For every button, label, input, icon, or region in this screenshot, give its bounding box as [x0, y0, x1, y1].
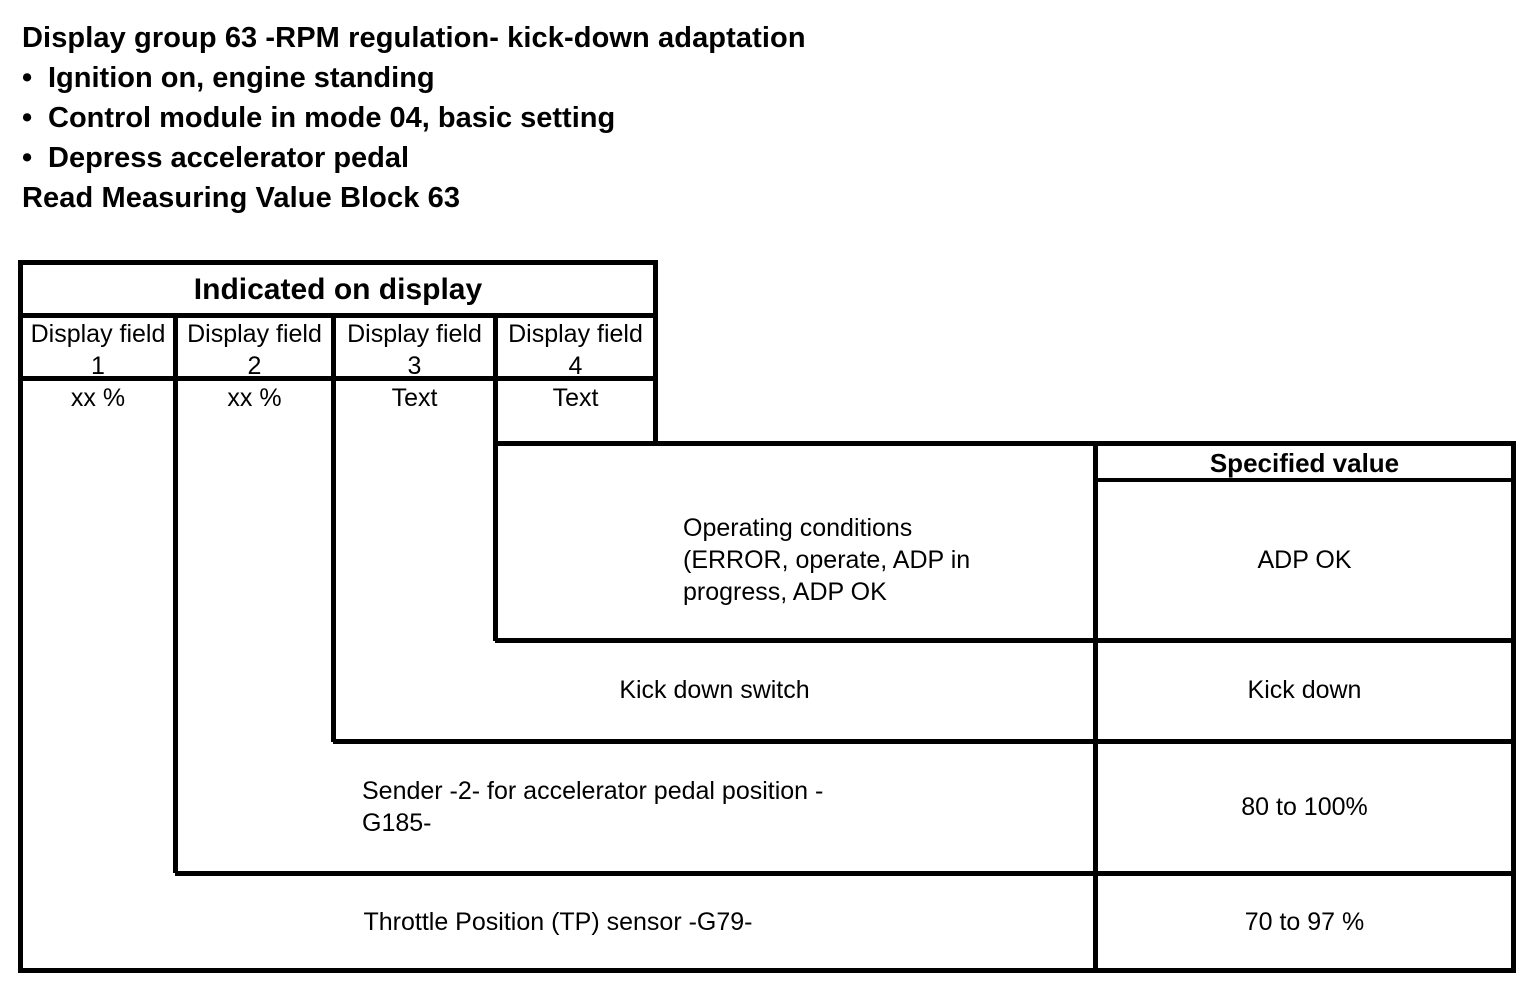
table-border-top	[18, 260, 655, 265]
display-field-value-3: Text	[391, 384, 438, 412]
rule-under-indicated	[18, 313, 655, 318]
condition-label-3: Depress accelerator pedal	[48, 142, 410, 174]
rule-row3-bottom	[175, 871, 1515, 876]
page-title: Display group 63 -RPM regulation- kick-d…	[22, 22, 806, 54]
rule-step-shelf-top	[495, 441, 1515, 446]
divider-indicated-right	[653, 260, 658, 444]
row-1-specified-value: ADP OK	[1257, 546, 1352, 574]
table-border-bottom	[18, 968, 1515, 973]
condition-item-1: • Ignition on, engine standing	[22, 58, 1022, 98]
divider-field2-field3	[331, 313, 336, 742]
row-3-specified-value: 80 to 100%	[1241, 793, 1368, 821]
divider-description-specified	[1093, 441, 1098, 973]
row-2-description: Kick down switch	[619, 676, 810, 704]
heading-block: Display group 63 -RPM regulation- kick-d…	[22, 18, 1022, 218]
row-4-description: Throttle Position (TP) sensor -G79-	[363, 908, 753, 936]
indicated-on-display-header: Indicated on display	[193, 273, 483, 306]
row-3-description-line-2: G185-	[362, 809, 432, 837]
row-3-description-line-1: Sender -2- for accelerator pedal positio…	[362, 777, 824, 805]
display-field-header-4: Display field 4	[498, 318, 653, 382]
display-field-header-1: Display field 1	[23, 318, 173, 382]
divider-field1-field2	[173, 313, 178, 873]
row-4-specified-value: 70 to 97 %	[1244, 908, 1365, 936]
condition-item-2: • Control module in mode 04, basic setti…	[22, 98, 1022, 138]
divider-field3-field4	[493, 313, 498, 641]
rule-under-field-numbers	[18, 376, 655, 381]
row-3-description: Sender -2- for accelerator pedal positio…	[362, 775, 962, 839]
bullet-icon: •	[22, 142, 33, 174]
display-field-label-3: Display field	[347, 320, 482, 348]
bullet-icon: •	[22, 102, 33, 134]
display-field-value-4: Text	[552, 384, 599, 412]
row-1-description-line-2: (ERROR, operate, ADP in	[683, 546, 971, 574]
table-border-right	[1511, 441, 1516, 973]
condition-item-3: • Depress accelerator pedal	[22, 138, 1022, 178]
display-field-value-1: xx %	[70, 384, 126, 412]
display-field-header-2: Display field 2	[178, 318, 331, 382]
rule-under-specified-header	[1095, 478, 1515, 482]
specified-value-header: Specified value	[1209, 448, 1400, 478]
row-1-description-line-1: Operating conditions	[683, 514, 913, 542]
display-field-value-2: xx %	[227, 384, 282, 412]
rule-row1-bottom	[495, 638, 1515, 643]
condition-label-2: Control module in mode 04, basic setting	[48, 102, 616, 134]
rule-row2-bottom	[333, 739, 1515, 744]
display-field-number-2: 2	[247, 352, 262, 380]
bullet-icon: •	[22, 62, 33, 94]
row-2-specified-value: Kick down	[1247, 676, 1362, 704]
row-1-description-line-3: progress, ADP OK	[683, 578, 887, 606]
row-1-description: Operating conditions (ERROR, operate, AD…	[683, 512, 1083, 608]
display-field-number-3: 3	[407, 352, 422, 380]
table-border-left	[18, 260, 23, 973]
display-field-number-1: 1	[91, 352, 105, 380]
display-field-label-4: Display field	[508, 320, 643, 348]
read-instruction: Read Measuring Value Block 63	[22, 182, 461, 214]
display-field-header-3: Display field 3	[336, 318, 493, 382]
display-field-label-1: Display field	[30, 320, 166, 348]
display-field-number-4: 4	[568, 352, 583, 380]
condition-label-1: Ignition on, engine standing	[48, 62, 435, 94]
display-field-label-2: Display field	[187, 320, 322, 348]
